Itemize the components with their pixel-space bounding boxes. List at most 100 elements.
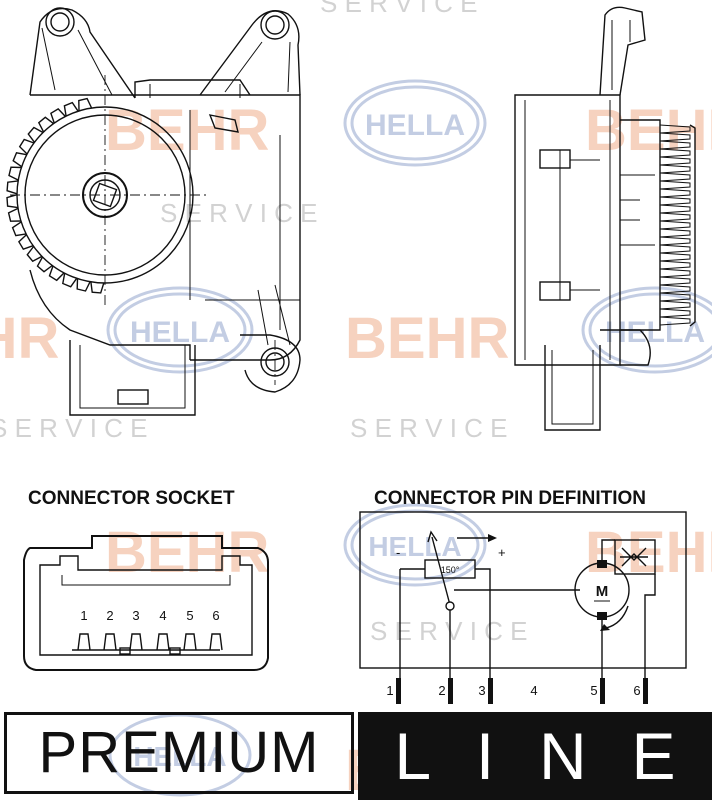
circuit-pin-label: 5 — [590, 683, 597, 698]
side-gear-tooth — [659, 132, 691, 142]
minus-sign: - — [396, 545, 400, 560]
watermark-behr-top-left: BEHR — [105, 98, 269, 163]
pin-definition-heading: CONNECTOR PIN DEFINITION — [374, 488, 646, 509]
gear-tooth — [6, 194, 19, 209]
side-gear-edge — [689, 124, 696, 327]
side-gear-tooth — [659, 164, 691, 174]
line-letter-i: I — [475, 719, 495, 793]
side-gear-tooth — [659, 292, 691, 302]
socket-key — [119, 647, 131, 655]
premium-text: PREMIUM — [38, 720, 320, 785]
side-gear-tooth — [659, 300, 691, 310]
gear-tooth — [37, 116, 54, 133]
socket-pin-label: 6 — [212, 608, 219, 623]
angle-label: 150° — [441, 565, 460, 575]
circuit-pin-terminal — [448, 678, 453, 704]
socket-pin-label: 4 — [159, 608, 166, 623]
watermark-behr-mid-left: BEHR — [0, 306, 59, 371]
line-letter-l: L — [394, 719, 432, 793]
gear-tooth — [27, 126, 44, 143]
socket-pin — [77, 633, 91, 651]
watermark-service-row2-right: S E R V I C E — [350, 413, 508, 443]
side-gear-tooth — [659, 156, 691, 166]
diode-box — [614, 539, 656, 575]
gear-tooth — [48, 265, 65, 282]
gear-tooth — [11, 221, 27, 237]
circuit-pin-label: 3 — [478, 683, 485, 698]
side-gear-tooth — [659, 228, 691, 238]
socket-pin — [156, 633, 170, 651]
socket-pin-label: 3 — [132, 608, 139, 623]
socket-pin — [103, 633, 117, 651]
gear-tooth — [50, 108, 66, 124]
circuit-pin-label: 2 — [438, 683, 445, 698]
side-gear-tooth — [659, 188, 691, 198]
socket-pin — [209, 633, 223, 651]
gear-tooth — [26, 246, 43, 263]
watermark-hella-text: HELLA — [133, 741, 226, 772]
gear-tooth — [7, 207, 21, 222]
side-gear-tooth — [659, 180, 691, 190]
watermark-behr-lower-left: BEHR — [105, 520, 269, 585]
side-gear-tooth — [659, 236, 691, 246]
side-gear-tooth — [659, 308, 691, 318]
socket-pin-label: 2 — [106, 608, 113, 623]
line-banner: L I N E — [358, 712, 712, 800]
circuit-pin-terminal — [600, 678, 605, 704]
gear-tooth — [90, 281, 105, 294]
circuit-pin-label: 4 — [530, 683, 537, 698]
watermark-behr-mid-center: BEHR — [345, 306, 509, 371]
side-gear-tooth — [659, 212, 691, 222]
watermark-hella-text: HELLA — [130, 316, 230, 349]
watermark-hella-text: HELLA — [365, 109, 465, 142]
actuator-side-view — [514, 6, 696, 431]
side-gear-tooth — [659, 244, 691, 254]
watermark-service-row3: S E R V I C E — [370, 616, 528, 646]
motor-label: M — [596, 583, 609, 600]
side-gear-tooth — [659, 276, 691, 286]
gear-tooth — [18, 138, 35, 155]
watermark-behr-top-right: BEHR — [585, 98, 712, 163]
actuator-front-view — [6, 7, 301, 416]
plus-sign: + — [498, 545, 506, 560]
side-gear-tooth — [659, 140, 691, 150]
socket-pin-label: 5 — [186, 608, 193, 623]
watermark-hella-text: HELLA — [605, 316, 705, 349]
premium-banner: PREMIUM — [4, 712, 354, 794]
gear-tooth — [6, 180, 19, 195]
watermark-behr-lower-right: BEHR — [585, 520, 712, 585]
connector-socket-heading: CONNECTOR SOCKET — [28, 488, 235, 509]
side-gear-tooth — [659, 124, 691, 134]
watermark-hella-text: HELLA — [368, 531, 461, 562]
circuit-pin-terminal — [488, 678, 493, 704]
side-gear-teeth — [659, 124, 696, 327]
socket-pin — [183, 633, 197, 651]
side-gear-tooth — [659, 148, 691, 158]
gear-teeth — [6, 97, 105, 294]
side-gear-tooth — [659, 196, 691, 206]
gear-tooth — [63, 101, 79, 117]
side-gear-tooth — [659, 220, 691, 230]
side-gear-tooth — [659, 268, 691, 278]
line-letter-e: E — [631, 719, 676, 793]
circuit-pin-label: 6 — [633, 683, 640, 698]
watermark-service-row1: S E R V I C E — [160, 198, 318, 228]
gear-tooth — [62, 273, 78, 288]
side-gear-tooth — [659, 260, 691, 270]
circuit-pin-terminal — [643, 678, 648, 704]
connector-socket-drawing: 1 2 3 4 5 6 — [23, 535, 269, 671]
socket-pins: 1 2 3 4 5 6 — [77, 608, 223, 655]
watermark-hella-logo-top: HELLA — [343, 79, 487, 167]
gear-tooth — [18, 234, 34, 250]
gear-tooth — [76, 278, 91, 292]
side-gear-tooth — [659, 284, 691, 294]
circuit-pin-terminal — [396, 678, 401, 704]
socket-pin-label: 1 — [80, 608, 87, 623]
side-gear-tooth — [659, 316, 691, 326]
watermark-hella-logo-lower: HELLA — [343, 503, 487, 587]
